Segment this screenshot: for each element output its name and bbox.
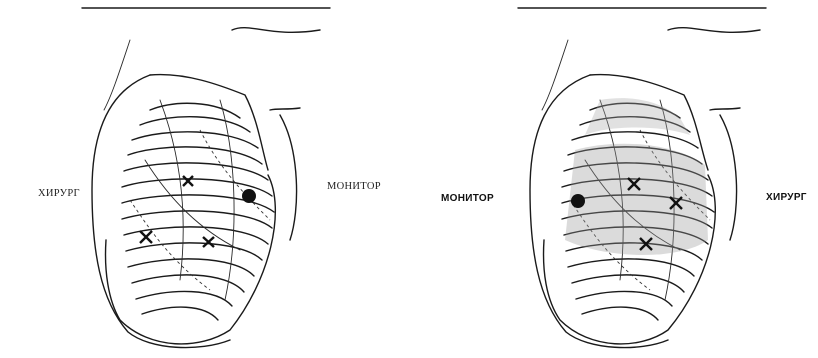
left-panel-surgeon-label: ХИРУРГ (38, 188, 80, 199)
camera-dot-icon (242, 189, 256, 203)
port-x-icon (183, 176, 193, 186)
camera-dot-icon (571, 194, 585, 208)
right-panel-surgeon-label: ХИРУРГ (766, 192, 807, 203)
right-panel-monitor-label: МОНИТОР (441, 193, 494, 204)
right-figure-shading (565, 98, 708, 255)
port-x-icon (203, 237, 214, 247)
left-figure-outline (82, 8, 330, 348)
left-figure-ribs (122, 100, 274, 320)
left-panel-monitor-label: МОНИТОР (327, 181, 381, 192)
port-x-icon (140, 231, 152, 243)
